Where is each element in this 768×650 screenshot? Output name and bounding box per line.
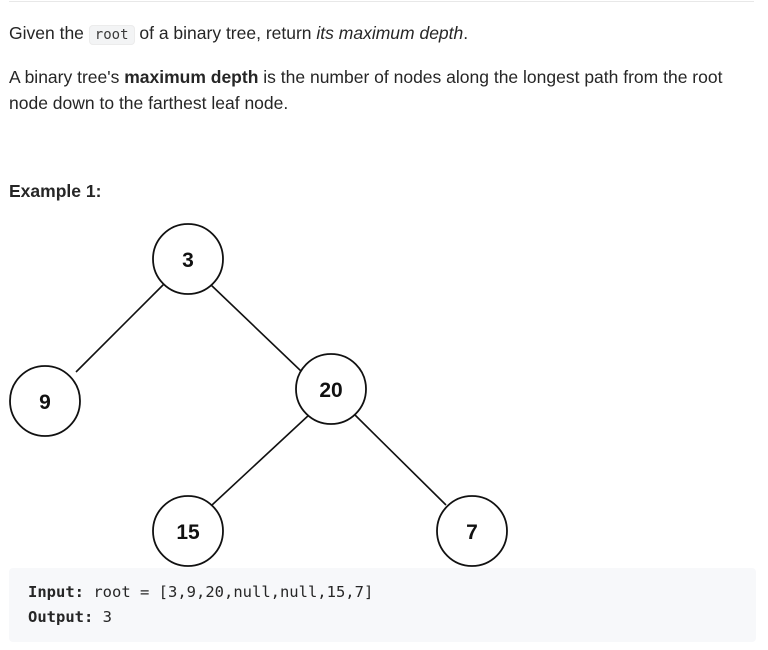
tree-node-label: 3 — [182, 249, 194, 272]
output-value: 3 — [102, 608, 113, 626]
definition-paragraph: A binary tree's maximum depth is the num… — [9, 64, 749, 116]
tree-node-7: 7 — [436, 495, 508, 567]
divider — [9, 1, 754, 2]
intro-text-after: . — [463, 23, 469, 43]
binary-tree-diagram: 3 9 20 15 7 — [9, 223, 508, 567]
tree-node-label: 15 — [176, 521, 200, 544]
tree-node-label: 7 — [466, 521, 478, 544]
example-output-line: Output: 3 — [28, 606, 112, 628]
tree-edge-3-9 — [75, 283, 165, 373]
intro-text-before: Given the — [9, 23, 89, 43]
tree-edge-20-15 — [211, 413, 311, 506]
example-input-line: Input: root = [3,9,20,null,null,15,7] — [28, 581, 373, 603]
inline-code-root: root — [88, 25, 135, 45]
tree-node-15: 15 — [152, 495, 224, 567]
output-label: Output: — [28, 608, 94, 626]
intro-paragraph: Given the root of a binary tree, return … — [9, 20, 749, 48]
definition-strong: maximum depth — [124, 67, 259, 87]
input-value: root = [3,9,20,null,null,15,7] — [93, 583, 374, 601]
tree-node-label: 9 — [39, 391, 51, 414]
tree-node-3: 3 — [152, 223, 224, 295]
definition-text-before: A binary tree's — [9, 67, 125, 87]
definition-text-after: is the number of nodes along the longest… — [9, 67, 723, 113]
example-code-block: Input: root = [3,9,20,null,null,15,7] Ou… — [9, 568, 756, 642]
tree-node-label: 20 — [319, 379, 342, 402]
example-title: Example 1: — [9, 181, 102, 201]
intro-text-middle: of a binary tree, return — [134, 23, 317, 43]
tree-edge-20-7 — [353, 413, 447, 506]
tree-node-9: 9 — [9, 365, 81, 437]
intro-emphasis: its maximum depth — [316, 23, 464, 43]
input-label: Input: — [28, 583, 84, 601]
tree-edge-3-20 — [209, 283, 303, 373]
tree-node-20: 20 — [295, 353, 367, 425]
